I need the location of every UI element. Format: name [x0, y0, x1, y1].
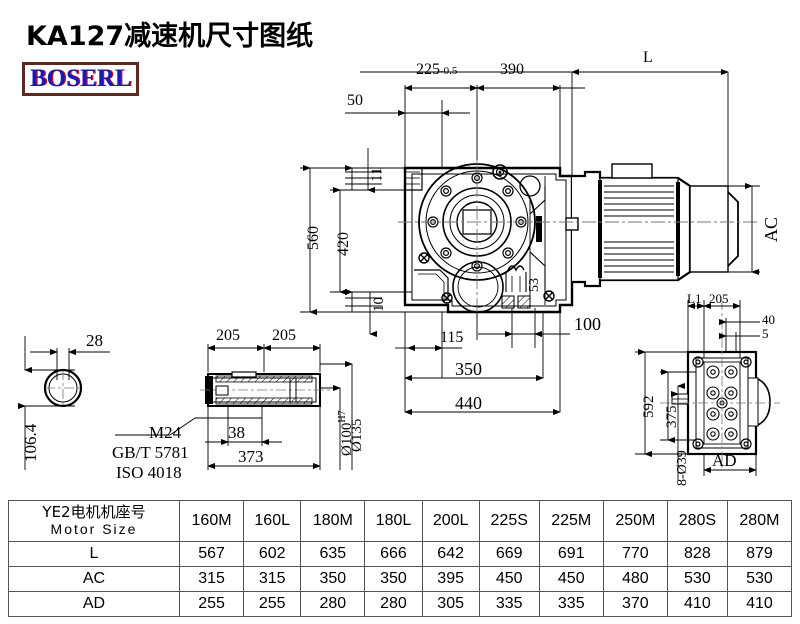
table-row: AD 255 255 280 280 305 335 335 370 410 4… [8, 591, 793, 617]
dim-shaft-38: 38 [228, 423, 245, 442]
dim-left-420: 420 [335, 232, 352, 256]
dim-top-225: 225-0.5 [416, 61, 458, 78]
dim-top-390: 390 [500, 61, 524, 78]
table-col-header: 225S [478, 500, 540, 542]
table-col-header: 225M [538, 500, 604, 542]
table-cell: 642 [421, 541, 480, 567]
shaft-detail-view [200, 344, 353, 470]
note-iso4018: ISO 4018 [116, 463, 182, 482]
dim-bottom-350: 350 [455, 359, 482, 379]
table-col-header: 250M [602, 500, 668, 542]
dim-left-560: 560 [305, 226, 322, 250]
table-cell: 335 [478, 591, 540, 617]
table-row-header-label: YE2电机机座号 Motor Size [8, 500, 180, 542]
table-cell: 666 [364, 541, 423, 567]
table-cell: 828 [666, 541, 728, 567]
dim-shaft-205-a: 205 [216, 327, 240, 344]
table-cell: 480 [602, 566, 668, 592]
table-col-header: 160M [178, 500, 245, 542]
table-cell: 350 [300, 566, 366, 592]
dim-shaft-205-b: 205 [272, 327, 296, 344]
brand-logo-text: BOSERL [30, 65, 132, 92]
table-col-header: 200L [421, 500, 480, 542]
table-cell: 255 [243, 591, 302, 617]
dim-end-40: 40 [762, 312, 775, 327]
dim-top-L: L [643, 49, 653, 66]
dim-left-11: 11 [369, 167, 385, 182]
table-cell: 669 [478, 541, 540, 567]
table-col-header: 180M [300, 500, 366, 542]
dim-right-AC: AC [761, 216, 781, 242]
note-M24: M24 [149, 423, 182, 442]
dim-bottom-440: 440 [455, 393, 482, 413]
table-cell: 305 [421, 591, 480, 617]
table-row-label: AC [8, 566, 180, 592]
table-cell: 410 [726, 591, 793, 617]
table-col-header: 280S [666, 500, 728, 542]
technical-drawing [17, 68, 780, 480]
table-cell: 410 [666, 591, 728, 617]
dim-shaft-373: 373 [238, 447, 264, 466]
end-view [660, 300, 780, 470]
table-cell: 280 [364, 591, 423, 617]
table-header-en: Motor Size [50, 521, 138, 537]
page-title: KA127减速机尺寸图纸 [26, 21, 314, 52]
dim-left-10: 10 [371, 297, 387, 312]
dim-end-5: 5 [762, 326, 769, 341]
note-gbt5781: GB/T 5781 [112, 443, 189, 462]
dim-end-L1: L1 [687, 291, 702, 306]
table-row-label: L [8, 541, 180, 567]
main-view-dimension-lines [300, 68, 729, 416]
table-cell: 567 [178, 541, 245, 567]
table-cell: 335 [538, 591, 604, 617]
dim-bottom-115: 115 [440, 329, 464, 346]
dim-bottom-100: 100 [574, 314, 601, 334]
dim-top-50: 50 [347, 92, 363, 109]
dim-end-AD: AD [712, 451, 737, 470]
table-cell: 530 [666, 566, 728, 592]
table-cell: 315 [243, 566, 302, 592]
table-row: AC 315 315 350 350 395 450 450 480 530 5… [8, 566, 793, 592]
dim-shaft-dia135: Ø135 [349, 418, 365, 452]
brand-logo: BOSERL [22, 62, 140, 96]
table-cell: 691 [538, 541, 604, 567]
motor-size-table: YE2电机机座号 Motor Size 160M 160L 180M 180L … [8, 500, 793, 617]
table-col-header: 160L [243, 500, 302, 542]
table-header-cn: YE2电机机座号 [42, 503, 146, 521]
table-cell: 879 [726, 541, 793, 567]
table-cell: 280 [300, 591, 366, 617]
bolt-detail-view [17, 336, 262, 470]
table-header-row: YE2电机机座号 Motor Size 160M 160L 180M 180L … [8, 500, 793, 542]
table-cell: 635 [300, 541, 366, 567]
dim-end-592: 592 [641, 395, 657, 419]
dim-bolt-106: 106.4 [21, 423, 40, 462]
table-row: L 567 602 635 666 642 669 691 770 828 87… [8, 541, 793, 567]
dim-bolt-28: 28 [86, 331, 103, 350]
table-cell: 530 [726, 566, 793, 592]
table-cell: 315 [178, 566, 245, 592]
dim-end-holes: 8-Ø39 [675, 450, 690, 486]
table-cell: 770 [602, 541, 668, 567]
end-view-dimension-lines [635, 182, 760, 480]
dim-end-375: 375 [664, 405, 680, 429]
table-col-header: 280M [726, 500, 793, 542]
dim-end-205: 205 [709, 291, 729, 306]
table-cell: 370 [602, 591, 668, 617]
dim-center-53: 53 [527, 278, 542, 292]
table-row-label: AD [8, 591, 180, 617]
table-cell: 450 [538, 566, 604, 592]
table-cell: 350 [364, 566, 423, 592]
table-cell: 450 [478, 566, 540, 592]
table-col-header: 180L [364, 500, 423, 542]
table-cell: 255 [178, 591, 245, 617]
main-gearbox-view [398, 160, 760, 320]
table-cell: 395 [421, 566, 480, 592]
table-cell: 602 [243, 541, 302, 567]
